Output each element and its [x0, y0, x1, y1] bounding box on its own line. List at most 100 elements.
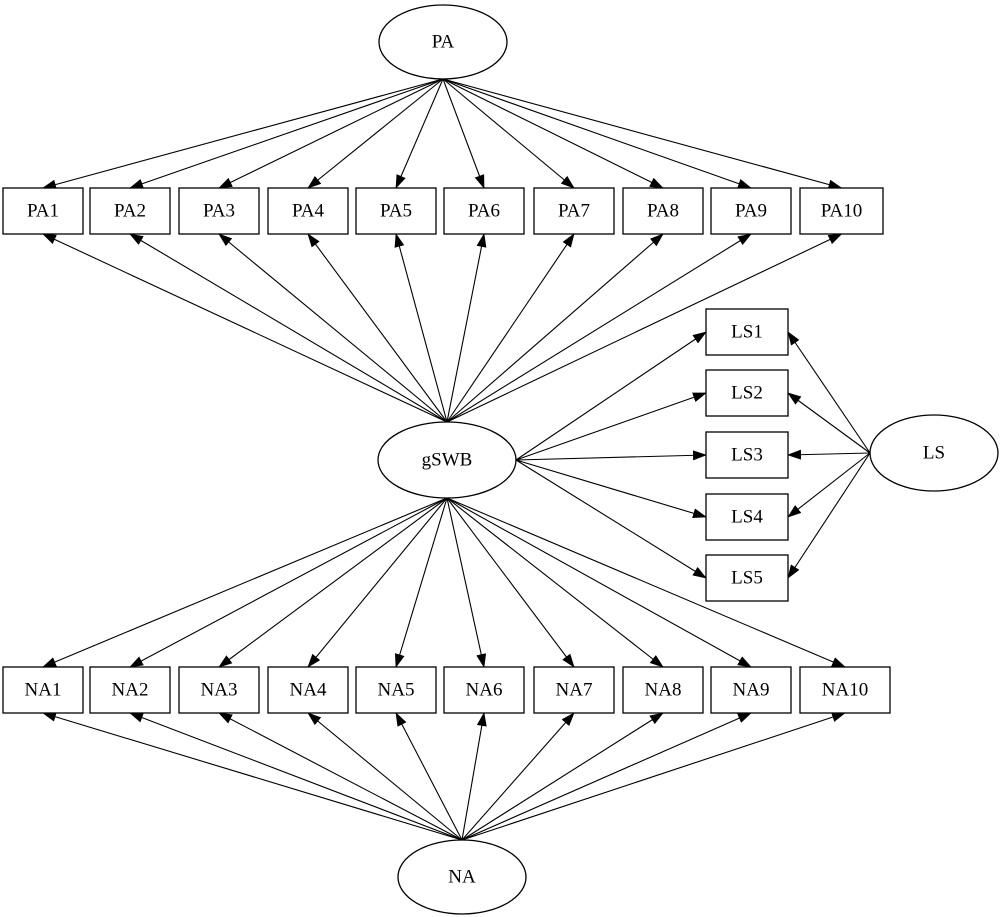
- latent-pa-label: PA: [432, 31, 455, 52]
- indicator-pa4: PA4: [267, 187, 349, 235]
- indicator-ls3-box: [705, 431, 789, 479]
- indicator-ls4: LS4: [705, 493, 789, 541]
- arrow-gswb-to-pa2: [129, 233, 448, 423]
- indicator-na3-box: [178, 666, 260, 714]
- arrow-gswb-to-pa8: [446, 233, 664, 423]
- indicator-pa5: PA5: [355, 187, 437, 235]
- indicator-na7-box: [533, 666, 615, 714]
- indicator-ls3-label: LS3: [731, 444, 763, 465]
- indicator-ls4-box: [705, 493, 789, 541]
- indicator-pa3: PA3: [178, 187, 260, 235]
- arrow-na-to-na3: [218, 712, 463, 841]
- arrow-gswb-to-pa6: [446, 233, 487, 423]
- arrow-na-to-na5: [395, 712, 463, 841]
- indicator-na8: NA8: [622, 666, 704, 714]
- indicator-na9: NA9: [710, 666, 792, 714]
- arrow-na-to-na1: [42, 711, 463, 841]
- arrow-na-to-na9: [461, 712, 752, 841]
- indicator-na8-label: NA8: [645, 679, 682, 700]
- arrow-gswb-to-pa10: [446, 233, 843, 423]
- indicator-pa2-label: PA2: [114, 200, 146, 221]
- arrow-gswb-to-ls5: [515, 459, 707, 579]
- arrow-gswb-to-pa7: [446, 233, 575, 423]
- arrow-gswb-to-na6: [446, 497, 487, 668]
- arrow-pa-to-pa4: [307, 78, 444, 189]
- indicator-na1-box: [2, 666, 84, 714]
- indicator-na4-label: NA4: [290, 679, 327, 700]
- arrow-na-to-na6: [461, 712, 487, 841]
- indicator-ls2-box: [705, 369, 789, 417]
- indicator-na10-label: NA10: [822, 679, 868, 700]
- latent-ls: LS: [869, 414, 999, 492]
- indicator-na6-label: NA6: [466, 679, 503, 700]
- arrow-gswb-to-pa1: [42, 233, 448, 423]
- arrow-gswb-to-ls3: [515, 450, 707, 461]
- indicator-ls5-box: [705, 554, 789, 602]
- arrow-gswb-to-na1: [42, 497, 448, 668]
- indicator-na4-box: [267, 666, 349, 714]
- arrow-gswb-to-ls4: [515, 459, 707, 519]
- latent-pa: PA: [378, 4, 508, 80]
- indicator-na5-box: [355, 666, 437, 714]
- arrow-na-to-na4: [307, 712, 463, 841]
- indicator-pa1: PA1: [2, 187, 84, 235]
- indicator-na1: NA1: [2, 666, 84, 714]
- indicator-pa7-box: [533, 187, 615, 235]
- latent-gswb-ellipse: [377, 421, 517, 499]
- latent-pa-ellipse: [378, 4, 508, 80]
- arrow-gswb-to-pa9: [446, 233, 752, 423]
- arrow-pa-to-pa9: [442, 78, 752, 189]
- arrow-gswb-to-na4: [307, 497, 448, 668]
- arrow-pa-to-pa8: [442, 78, 664, 189]
- arrow-gswb-to-na9: [446, 497, 752, 668]
- indicator-pa10-label: PA10: [821, 200, 863, 221]
- arrow-pa-to-pa1: [42, 78, 444, 190]
- arrow-pa-to-pa2: [129, 78, 444, 189]
- indicator-pa5-box: [355, 187, 437, 235]
- indicator-ls3: LS3: [705, 431, 789, 479]
- arrow-gswb-to-pa4: [307, 233, 448, 423]
- arrow-gswb-to-na8: [446, 497, 664, 668]
- indicator-pa8-label: PA8: [647, 200, 679, 221]
- arrow-gswb-to-pa3: [218, 233, 448, 423]
- indicator-na9-label: NA9: [733, 679, 770, 700]
- indicator-pa2-box: [89, 187, 171, 235]
- indicator-na3-label: NA3: [201, 679, 238, 700]
- latent-ls-label: LS: [923, 442, 945, 463]
- arrow-gswb-to-na3: [218, 497, 448, 668]
- latent-gswb-label: gSWB: [422, 449, 473, 470]
- indicator-na2: NA2: [89, 666, 171, 714]
- indicator-pa9: PA9: [710, 187, 792, 235]
- arrow-ls-to-ls4: [787, 452, 871, 518]
- indicator-pa10: PA10: [799, 187, 884, 235]
- indicator-na10: NA10: [799, 666, 891, 714]
- indicator-pa9-label: PA9: [735, 200, 767, 221]
- indicator-ls5-label: LS5: [731, 567, 763, 588]
- arrow-gswb-to-ls1: [515, 331, 707, 461]
- indicator-pa2: PA2: [89, 187, 171, 235]
- latent-gswb: gSWB: [377, 421, 517, 499]
- arrow-pa-to-pa7: [442, 78, 575, 189]
- arrow-na-to-na10: [461, 712, 846, 841]
- arrow-pa-to-pa10: [442, 78, 843, 190]
- indicator-pa4-box: [267, 187, 349, 235]
- arrow-na-to-na8: [461, 712, 664, 841]
- indicator-na1-label: NA1: [25, 679, 62, 700]
- latent-ls-ellipse: [869, 414, 999, 492]
- indicator-ls2-label: LS2: [731, 382, 763, 403]
- indicator-pa3-label: PA3: [203, 200, 235, 221]
- indicator-pa3-box: [178, 187, 260, 235]
- indicator-pa8: PA8: [622, 187, 704, 235]
- indicator-pa8-box: [622, 187, 704, 235]
- arrow-gswb-to-na10: [446, 497, 846, 668]
- indicator-ls1-label: LS1: [731, 321, 763, 342]
- arrow-gswb-to-na5: [394, 497, 448, 668]
- arrow-na-to-na2: [129, 712, 463, 841]
- arrow-ls-to-ls1: [787, 331, 871, 454]
- latent-na-ellipse: [397, 839, 527, 915]
- arrow-pa-to-pa3: [218, 78, 444, 189]
- indicator-na6-box: [443, 666, 525, 714]
- arrow-pa-to-pa6: [442, 78, 485, 189]
